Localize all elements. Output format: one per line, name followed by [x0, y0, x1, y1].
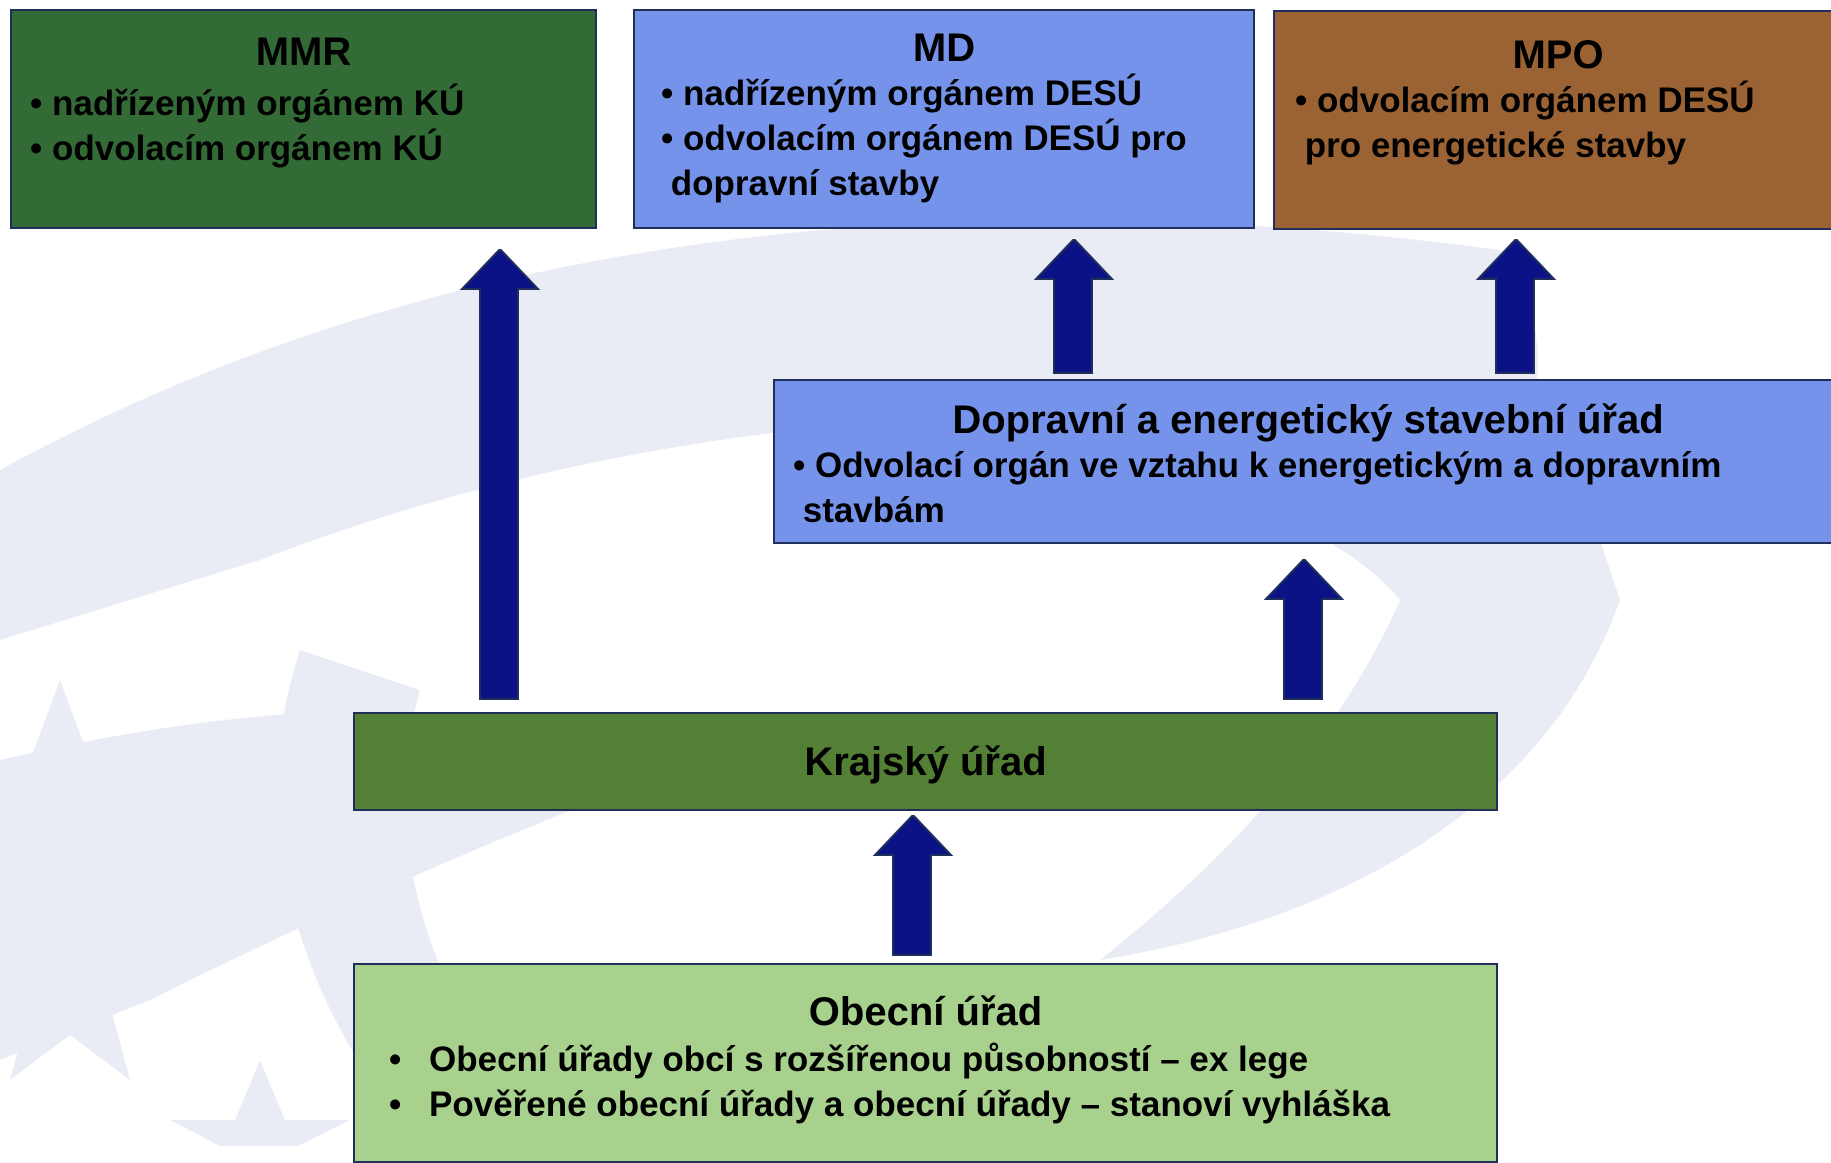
- obecni-urad-item: • Pověřené obecní úřady a obecní úřady – …: [355, 1082, 1496, 1127]
- desu-title: Dopravní a energetický stavební úřad: [952, 398, 1664, 442]
- md-box: MD • nadřízeným orgánem DESÚ • odvolacím…: [633, 9, 1255, 229]
- obecni-urad-item-text: Pověřené obecní úřady a obecní úřady – s…: [429, 1085, 1390, 1124]
- md-line: • odvolacím orgánem DESÚ pro: [661, 119, 1187, 158]
- mpo-line: • odvolacím orgánem DESÚ: [1295, 81, 1755, 120]
- mmr-item: • odvolacím orgánem KÚ: [30, 129, 443, 168]
- arrow-ku-to-desu: [1263, 559, 1345, 700]
- desu-line: stavbám: [793, 491, 945, 530]
- desu-box: Dopravní a energetický stavební úřad • O…: [773, 379, 1831, 544]
- mpo-line: pro energetické stavby: [1295, 126, 1686, 165]
- mmr-item: • nadřízeným orgánem KÚ: [30, 84, 465, 123]
- arrow-desu-to-mpo: [1475, 239, 1557, 374]
- bullet: •: [389, 1040, 402, 1079]
- mpo-title: MPO: [1512, 33, 1604, 77]
- desu-line: • Odvolací orgán ve vztahu k energetický…: [793, 446, 1722, 485]
- md-line: dopravní stavby: [661, 164, 940, 203]
- krajsky-urad-title: Krajský úřad: [804, 739, 1047, 784]
- arrow-ou-to-ku: [872, 815, 954, 956]
- mmr-box: MMR • nadřízeným orgánem KÚ • odvolacím …: [10, 9, 597, 229]
- mpo-box: MPO • odvolacím orgánem DESÚ pro energet…: [1273, 10, 1831, 230]
- obecni-urad-item-text: Obecní úřady obcí s rozšířenou působnost…: [429, 1040, 1309, 1079]
- obecni-urad-item: • Obecní úřady obcí s rozšířenou působnos…: [355, 1037, 1496, 1082]
- md-line: • nadřízeným orgánem DESÚ: [661, 74, 1142, 113]
- arrow-ku-to-mmr: [459, 249, 541, 700]
- obecni-urad-box: Obecní úřad • Obecní úřady obcí s rozšíře…: [353, 963, 1498, 1163]
- obecni-urad-title: Obecní úřad: [808, 990, 1043, 1034]
- krajsky-urad-box: Krajský úřad: [353, 712, 1498, 811]
- arrow-desu-to-md: [1033, 239, 1115, 374]
- bullet: •: [389, 1085, 402, 1124]
- md-title: MD: [912, 26, 976, 70]
- mmr-title: MMR: [255, 30, 352, 74]
